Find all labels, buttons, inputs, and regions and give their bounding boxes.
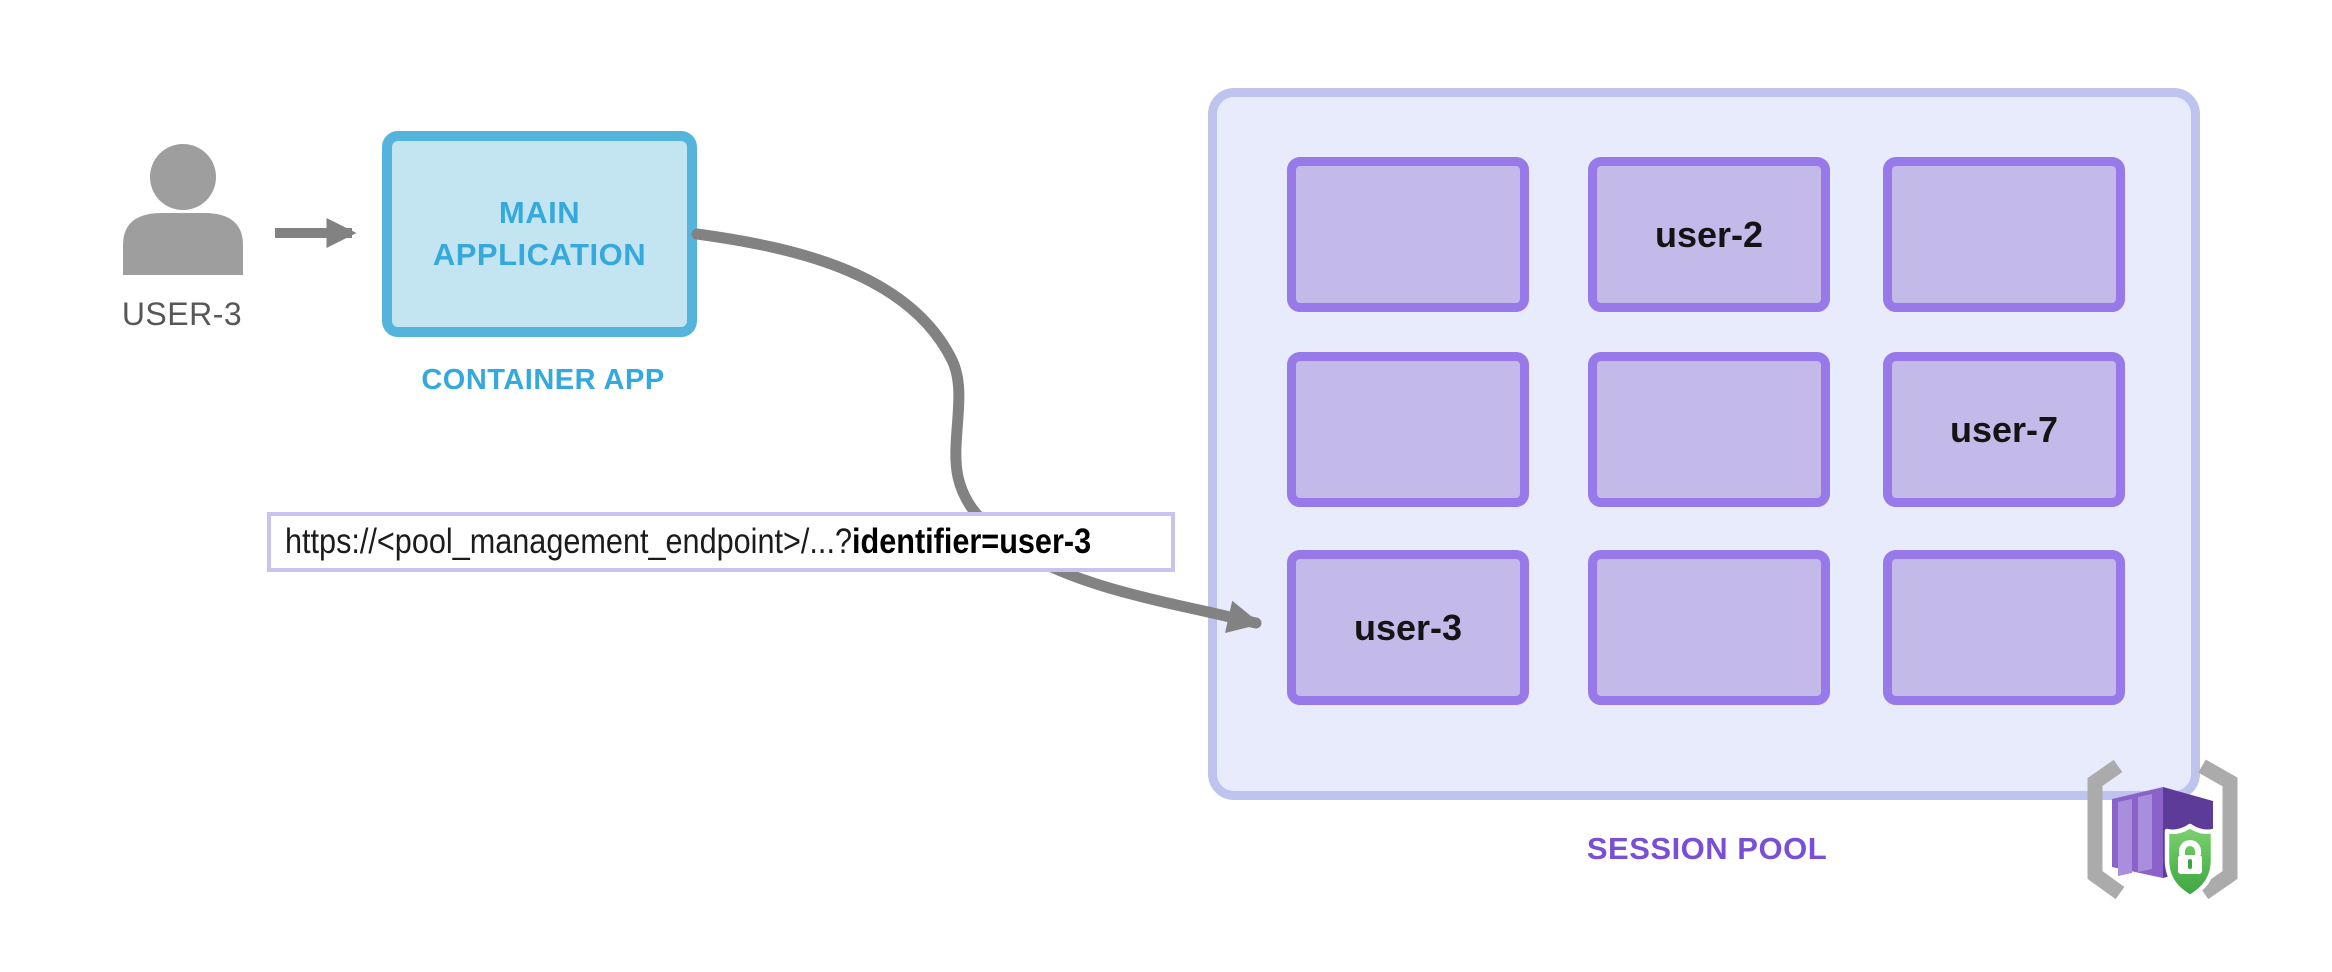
container-app-caption: CONTAINER APP: [421, 364, 665, 396]
container-apps-dynamic-sessions-icon: [2087, 759, 2238, 900]
request-url-prefix: https://<pool_management_endpoint>/...?: [285, 522, 852, 561]
session-label: user-7: [1949, 408, 2059, 450]
session-box: user-7: [1883, 352, 2125, 507]
request-url-text: https://<pool_management_endpoint>/...?i…: [271, 522, 1091, 562]
session-box: [1588, 550, 1830, 705]
lock-keyhole: [2188, 859, 2192, 869]
session-box: [1883, 157, 2125, 312]
session-box: user-2: [1588, 157, 1830, 312]
main-application-box: MAIN APPLICATION: [382, 131, 697, 337]
session-label: user-3: [1353, 606, 1463, 648]
main-application-title-line1: MAIN: [498, 195, 581, 230]
request-url-box: https://<pool_management_endpoint>/...?i…: [267, 512, 1175, 572]
lock-shackle: [2179, 840, 2201, 855]
right-bracket-icon: [2198, 759, 2238, 900]
session-box: [1287, 352, 1529, 507]
session-label: user-2: [1654, 213, 1764, 255]
session-pool-caption: SESSION POOL: [1586, 831, 1828, 866]
user-icon: [123, 144, 243, 275]
session-box: [1588, 352, 1830, 507]
user-label: USER-3: [121, 296, 243, 332]
session-box: [1287, 157, 1529, 312]
session-box: [1883, 550, 2125, 705]
session-box-user-3: user-3: [1287, 550, 1529, 705]
request-url-identifier: identifier=user-3: [851, 522, 1092, 561]
main-application-title-line2: APPLICATION: [432, 237, 647, 272]
left-bracket-icon: [2087, 759, 2125, 900]
